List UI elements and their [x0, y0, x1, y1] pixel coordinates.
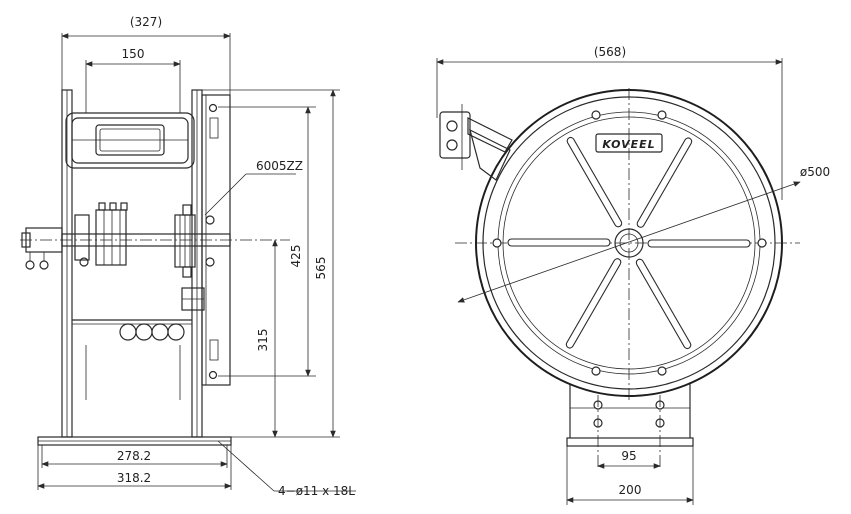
dim-height-565: 565 [314, 257, 328, 280]
brand-plate [595, 133, 663, 153]
lower-brace [72, 319, 192, 400]
dim-565: 565 [202, 89, 340, 438]
dim-height-425: 425 [289, 245, 303, 268]
dim-side-total-width: (327) [130, 15, 162, 29]
dim-278: 278.2 [41, 445, 228, 468]
dim-side-top-width: 150 [122, 47, 145, 61]
dim-425: 425 [218, 106, 316, 377]
spring-bolt [208, 370, 218, 380]
dim-327: (327) [61, 15, 231, 110]
dim-base-inner: 278.2 [117, 449, 151, 463]
dim-base-width: 200 [619, 483, 642, 497]
bearing-housing [174, 204, 215, 311]
dim-height-315: 315 [256, 329, 270, 352]
dim-front-total-width: (568) [594, 45, 626, 59]
mount-holes-spec: 4−ø11 x 18L [278, 484, 355, 498]
bearing-spec: 6005ZZ [256, 159, 303, 173]
dim-drum-diameter: ø500 [800, 165, 830, 179]
dim-base-outer: 318.2 [117, 471, 151, 485]
guide-arm [439, 104, 513, 181]
dim-base-hole-spacing: 95 [621, 449, 636, 463]
spring-bolt [208, 103, 218, 113]
guide-roller [65, 112, 195, 169]
dim-150: 150 [85, 47, 181, 113]
front-view: KOVEEL (568) ø500 95 [436, 45, 830, 505]
dim-95: 95 [597, 449, 661, 469]
frame-plates [61, 89, 231, 438]
dim-568: (568) [436, 45, 783, 200]
bearing-label: 6005ZZ [204, 159, 303, 216]
dim-200: 200 [566, 446, 694, 505]
swivel-assembly [21, 202, 128, 270]
side-view: (327) 150 6005ZZ 425 565 [20, 15, 356, 498]
mount-holes-label: 4−ø11 x 18L [217, 440, 356, 498]
dim-315: 315 [256, 239, 278, 438]
dim-318: 318.2 [37, 445, 232, 490]
brand-logo: KOVEEL [602, 138, 655, 151]
dim-500: ø500 [457, 165, 830, 303]
